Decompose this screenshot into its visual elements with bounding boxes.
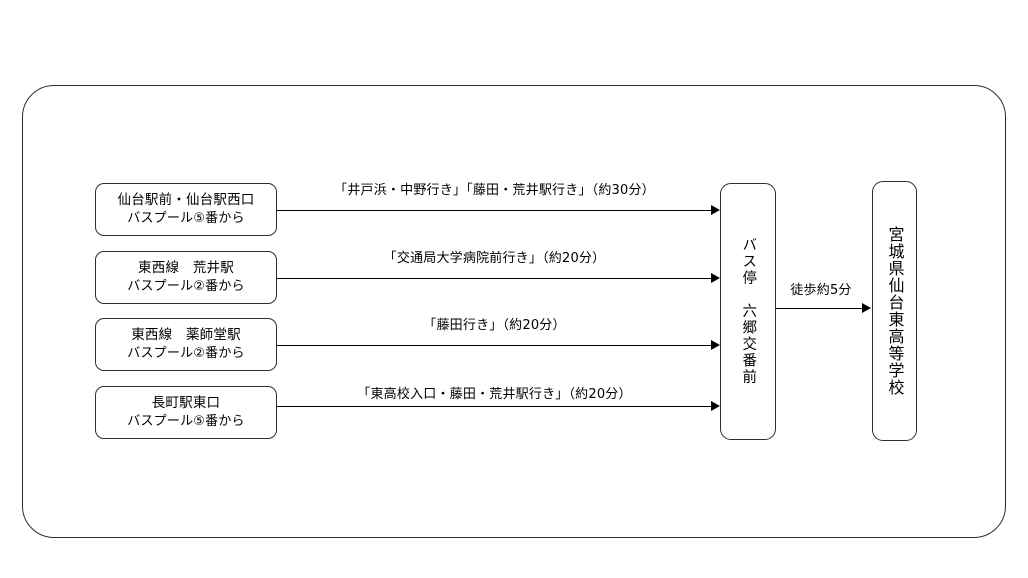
bus-stop-box: バス停 六郷交番前 [720,183,776,440]
origin-box-line2: バスプール⑤番から [127,210,245,226]
route-label-3: 「東高校入口・藤田・荒井駅行き」（約20分） [357,387,632,402]
route-arrow-line-3 [277,406,712,407]
bus-stop-label: バス停 六郷交番前 [740,237,757,386]
origin-box-tozai-yakushido-station: 東西線 薬師堂駅 バスプール②番から [95,318,277,371]
route-arrow-head-3 [711,401,720,411]
route-arrow-head-1 [711,273,720,283]
route-arrow-line-2 [277,345,712,346]
origin-box-line2: バスプール⑤番から [127,413,245,429]
route-label-2: 「藤田行き」（約20分） [423,318,566,333]
origin-box-tozai-arai-station: 東西線 荒井駅 バスプール②番から [95,251,277,304]
walk-label: 徒歩約5分 [790,283,852,298]
origin-box-line2: バスプール②番から [127,278,245,294]
origin-box-line1: 東西線 荒井駅 [138,260,234,277]
destination-school-label: 宮城県仙台東高等学校 [885,226,905,396]
origin-box-line1: 長町駅東口 [151,395,221,412]
route-arrow-head-2 [711,340,720,350]
origin-box-line1: 仙台駅前・仙台駅西口 [117,192,255,209]
origin-box-line2: バスプール②番から [127,345,245,361]
origin-box-sendai-station: 仙台駅前・仙台駅西口 バスプール⑤番から [95,183,277,236]
origin-box-nagamachi-station-east: 長町駅東口 バスプール⑤番から [95,386,277,439]
walk-arrow-head [862,303,871,313]
origin-box-line1: 東西線 薬師堂駅 [131,327,241,344]
destination-school-box: 宮城県仙台東高等学校 [872,181,917,441]
route-arrow-line-0 [277,210,712,211]
route-label-1: 「交通局大学病院前行き」（約20分） [383,251,606,266]
diagram-outer-frame: 仙台駅前・仙台駅西口 バスプール⑤番から 東西線 荒井駅 バスプール②番から 東… [22,85,1006,538]
route-label-0: 「井戸浜・中野行き」「藤田・荒井駅行き」（約30分） [334,183,655,198]
walk-arrow-line [776,308,864,309]
route-arrow-head-0 [711,205,720,215]
route-arrow-line-1 [277,278,712,279]
